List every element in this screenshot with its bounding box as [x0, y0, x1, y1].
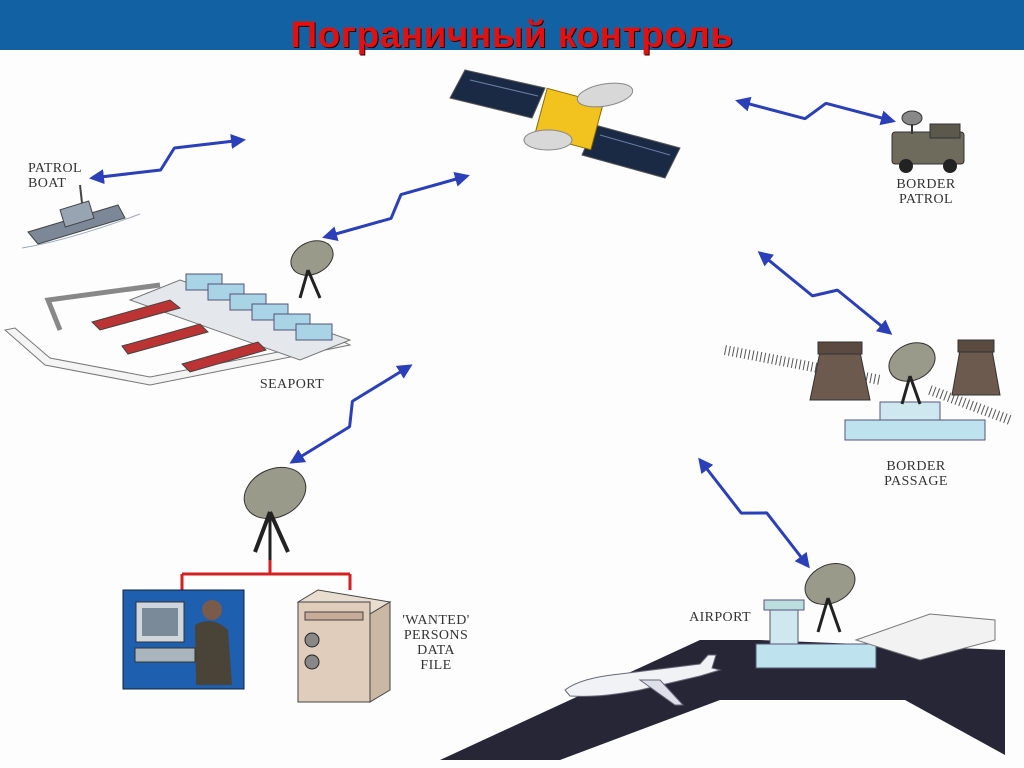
seaport-icon — [3, 273, 352, 386]
header-bar — [0, 0, 1024, 50]
slide-title: Пограничный контроль — [290, 14, 734, 55]
link-airport — [698, 457, 810, 569]
network-cable — [180, 560, 352, 590]
data-file-cabinet-icon — [296, 589, 392, 703]
link-seaport — [322, 172, 470, 241]
airport-icon — [440, 563, 1005, 760]
airport-label: AIRPORT — [689, 610, 751, 625]
operator-workstation-icon — [122, 589, 245, 690]
airplane-icon — [564, 654, 722, 706]
satellite-dish-icon — [243, 466, 307, 560]
satellite-icon — [449, 69, 681, 179]
border-passage-icon — [724, 339, 1012, 441]
link-border-passage — [757, 251, 893, 335]
patrol-boat-icon — [21, 184, 141, 249]
link-patrol-boat — [89, 133, 246, 185]
border-patrol-vehicle-icon — [891, 110, 965, 173]
satellite-dish-icon — [290, 240, 334, 299]
link-border-patrol — [735, 96, 896, 126]
seaport-label: SEAPORT — [260, 377, 324, 392]
link-workstation — [289, 364, 413, 464]
